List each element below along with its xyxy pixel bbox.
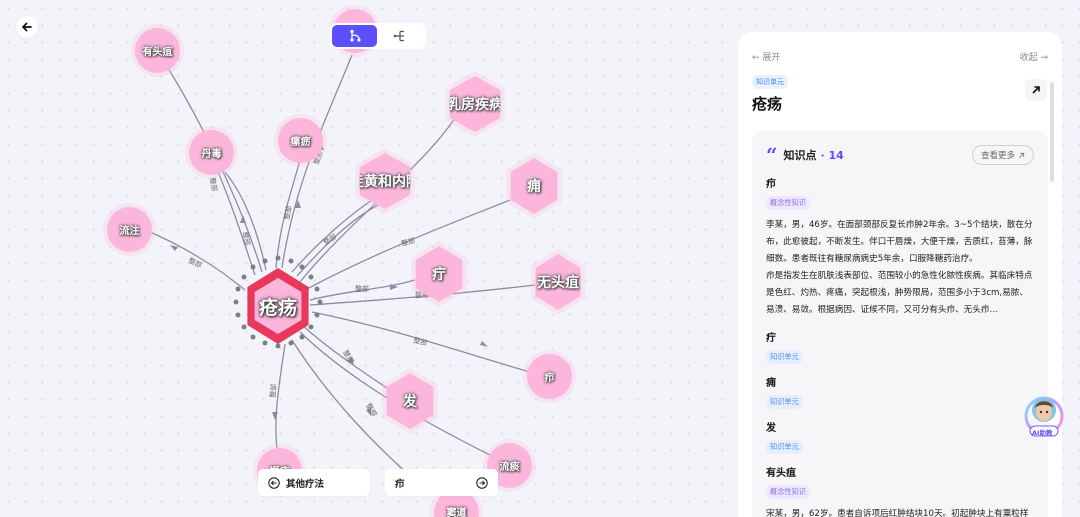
- graph-node-fa[interactable]: 发: [386, 373, 434, 429]
- prev-topic-card[interactable]: 其他疗法: [258, 469, 370, 496]
- graph-branch-icon: [349, 29, 361, 42]
- graph-view-button[interactable]: [332, 25, 377, 47]
- svg-text:整部: 整部: [412, 335, 428, 347]
- expand-button[interactable]: ← 展开: [752, 53, 781, 63]
- knowledge-item[interactable]: 疖 概念性知识 李某，男，46岁。在面部颈部反复长疖肿2年余。3~5个结块，散在…: [766, 175, 1034, 319]
- back-button[interactable]: [16, 16, 38, 38]
- svg-text:整部: 整部: [282, 205, 293, 220]
- graph-node-yong[interactable]: 痈: [510, 158, 558, 214]
- knowledge-item[interactable]: 疔 知识单元: [766, 329, 1034, 364]
- view-toggle: [330, 23, 426, 49]
- tree-layout-icon: [393, 30, 404, 42]
- ai-helper-label: AI助教: [1032, 429, 1053, 437]
- svg-text:整部: 整部: [268, 383, 278, 398]
- svg-text:整部: 整部: [355, 284, 369, 293]
- concept-tag: 概念性知识: [766, 196, 810, 210]
- graph-node-rufang[interactable]: 乳房疾病: [449, 76, 501, 132]
- arrow-left-icon: [22, 22, 32, 32]
- open-detail-button[interactable]: [1025, 79, 1047, 101]
- knowledge-text: 李某，男，46岁。在面部颈部反复长疖肿2年余。3~5个结块，散在分布，此愈彼起，…: [766, 220, 1033, 315]
- graph-node-zouhuang[interactable]: 走黄和内陷: [359, 153, 411, 209]
- svg-text:整部: 整部: [341, 349, 356, 366]
- knowledge-item[interactable]: 痈 知识单元: [766, 374, 1034, 409]
- center-node[interactable]: 疮疡: [254, 278, 302, 334]
- graph-edges: 整部 整部 整部 整部 整部 整部 整部 整部 整部 整部 整部 整部 整部: [149, 54, 536, 481]
- collapse-button[interactable]: 收起 →: [1019, 53, 1048, 63]
- graph-node-dandu[interactable]: 丹毒: [189, 130, 234, 175]
- knowledge-title: 知识点: [783, 149, 817, 162]
- tree-view-button[interactable]: [377, 25, 422, 47]
- next-topic-card[interactable]: 疖: [385, 469, 498, 496]
- svg-text:整部: 整部: [415, 290, 429, 299]
- arrow-up-right-icon: [1032, 86, 1040, 94]
- svg-text:整部: 整部: [187, 256, 203, 270]
- svg-text:整部: 整部: [208, 177, 219, 192]
- panel-scrollbar[interactable]: [1050, 82, 1054, 182]
- graph-node-jie[interactable]: 疖: [527, 354, 572, 399]
- unit-tag: 知识单元: [766, 395, 803, 409]
- knowledge-points-card: “ 知识点 · 14 查看更多 疖 概念性知识 李某，男，46岁。在面部颈部反复…: [752, 131, 1048, 517]
- prev-topic-label: 其他疗法: [286, 478, 325, 490]
- knowledge-item[interactable]: 发 知识单元: [766, 419, 1034, 454]
- graph-node-luoli[interactable]: 瘰疬: [278, 118, 323, 163]
- ai-avatar-icon: [1024, 396, 1064, 437]
- knowledge-item[interactable]: 有头疽 概念性知识 宋某，男，62岁。患者自诉项后红肿结块10天。初起肿块上有粟…: [766, 464, 1034, 517]
- svg-text:整部: 整部: [241, 231, 252, 246]
- arrow-up-right-icon: [1019, 152, 1025, 158]
- svg-text:整部: 整部: [322, 232, 339, 247]
- unit-tag: 知识单元: [766, 350, 803, 364]
- next-topic-label: 疖: [395, 478, 405, 490]
- knowledge-text: 宋某，男，62岁。患者自诉项后红肿结块10天。初起肿块上有粟粒样脓头，溃破之后，…: [766, 509, 1029, 517]
- arrow-right-circle-icon: [476, 476, 488, 489]
- knowledge-count: · 14: [820, 148, 844, 162]
- center-node-ring: [233, 255, 323, 349]
- graph-node-youtouju[interactable]: 有头疽: [135, 28, 180, 73]
- knowledge-graph-canvas[interactable]: 整部 整部 整部 整部 整部 整部 整部 整部 整部 整部 整部 整部 整部: [0, 0, 735, 517]
- unit-tag: 知识单元: [752, 75, 788, 89]
- panel-title: 疮疡: [752, 95, 783, 113]
- view-more-button[interactable]: 查看更多: [971, 145, 1034, 165]
- concept-tag: 概念性知识: [766, 485, 810, 499]
- svg-text:整部: 整部: [364, 402, 379, 419]
- graph-node-liuzhu[interactable]: 流注: [107, 207, 152, 252]
- quote-icon: “: [766, 143, 778, 167]
- unit-tag: 知识单元: [766, 440, 803, 454]
- ai-assistant-button[interactable]: AI助教: [1024, 394, 1064, 440]
- svg-text:整部: 整部: [400, 236, 416, 248]
- graph-node-wutouju[interactable]: 无头疽: [535, 254, 581, 310]
- detail-panel: ← 展开 收起 → 知识单元 疮疡 “ 知识点 · 14 查看更多 疖 概念性知…: [738, 32, 1062, 517]
- arrow-left-circle-icon: [268, 476, 280, 489]
